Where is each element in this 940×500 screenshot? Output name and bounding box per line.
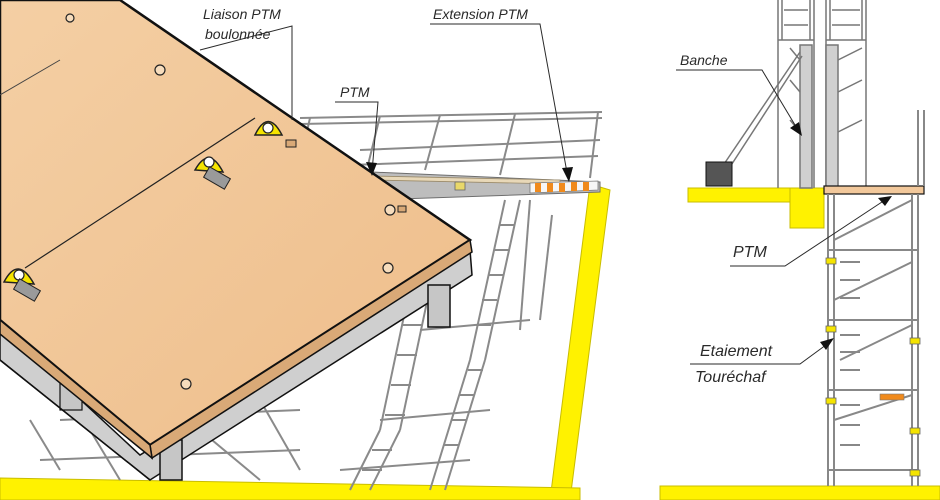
label-ptm-left: PTM: [340, 84, 370, 100]
ptm-extension: [529, 180, 599, 194]
bracket-icon: [193, 156, 232, 190]
left-view: [0, 0, 611, 500]
right-arrowheads: [790, 122, 892, 350]
label-tourechaf: Touréchaf: [695, 369, 766, 386]
left-floor-markings: [0, 183, 611, 500]
ptm-deck: [823, 185, 925, 195]
deck-panel: [0, 0, 473, 460]
right-view: [659, 0, 940, 500]
view-divider: [616, 0, 638, 500]
label-extension-ptm: Extension PTM: [433, 6, 528, 22]
right-leader-lines: [676, 69, 889, 365]
tourechaf-tower: [827, 110, 925, 486]
label-boulonnee: boulonnée: [205, 26, 271, 42]
left-arrowheads: [366, 162, 573, 182]
label-banche: Banche: [680, 52, 728, 68]
lifting-brackets: [2, 120, 284, 302]
label-liaison-ptm: Liaison PTM: [203, 6, 281, 22]
right-floor-markings: [659, 187, 940, 500]
banche-formwork: [719, 0, 867, 189]
bracket-icon: [253, 120, 284, 136]
tower-yellow-clamps: [825, 257, 921, 477]
label-etaiement: Etaiement: [700, 343, 773, 360]
prop-base-block: [705, 161, 733, 187]
tower-orange-tag: [879, 393, 905, 401]
bracket-icon: [2, 268, 42, 302]
label-ptm-right: PTM: [733, 244, 767, 261]
left-leader-lines: [199, 23, 569, 179]
